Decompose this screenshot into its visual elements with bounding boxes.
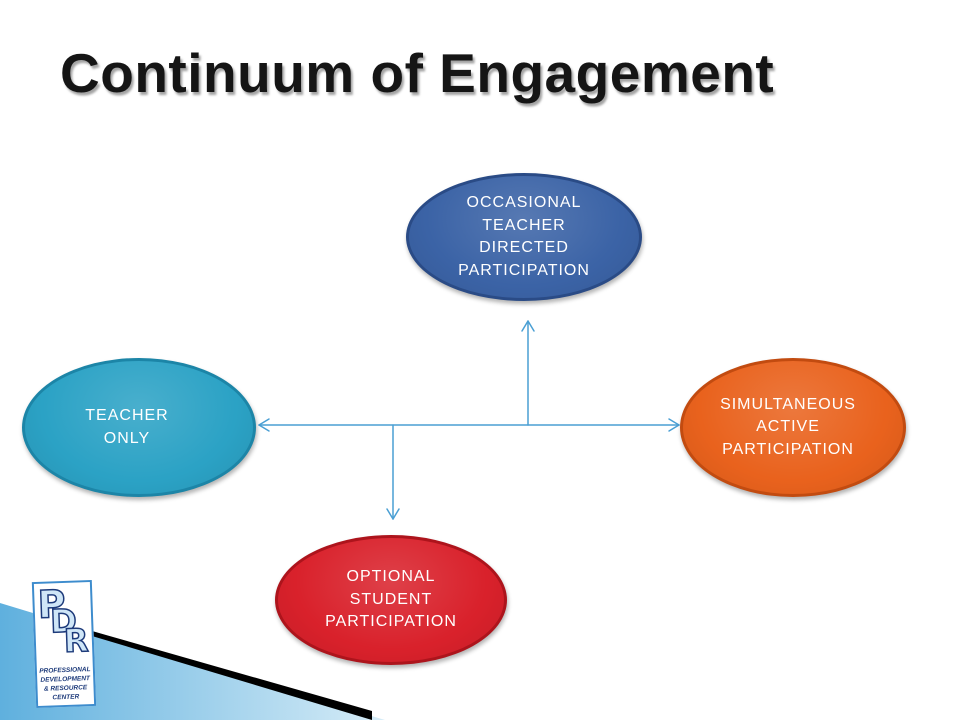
- node-label-line: PARTICIPATION: [458, 261, 590, 279]
- arrowhead-up: [521, 320, 535, 332]
- node-label: SIMULTANEOUS ACTIVE PARTICIPATION: [720, 394, 856, 462]
- node-label-line: PARTICIPATION: [722, 440, 854, 458]
- node-label: TEACHER ONLY: [85, 405, 168, 450]
- arrow-group: [258, 320, 680, 520]
- slide-title: Continuum of Engagement: [60, 42, 775, 104]
- arrowhead-right: [668, 418, 680, 432]
- node-occasional-teacher-directed-participation: OCCASIONAL TEACHER DIRECTED PARTICIPATIO…: [406, 173, 642, 301]
- node-label-line: PARTICIPATION: [325, 613, 457, 631]
- arrowhead-left: [258, 418, 270, 432]
- decor-stripe: [92, 631, 372, 720]
- node-label-line: STUDENT: [349, 590, 433, 608]
- arrowhead-down: [386, 508, 400, 520]
- node-label-line: OPTIONAL: [346, 568, 436, 586]
- node-label-line: TEACHER: [85, 407, 169, 424]
- node-label-line: OCCASIONAL: [466, 194, 582, 211]
- logo-letter-r: R: [62, 620, 90, 660]
- node-teacher-only: TEACHER ONLY: [22, 358, 256, 497]
- pdr-logo: P D R PROFESSIONAL DEVELOPMENT & RESOURC…: [31, 579, 97, 709]
- node-label-line: TEACHER: [482, 216, 566, 234]
- node-label-line: ACTIVE: [756, 418, 820, 436]
- logo-caption: PROFESSIONAL DEVELOPMENT & RESOURCE CENT…: [37, 665, 94, 703]
- node-label: OPTIONAL STUDENT PARTICIPATION: [325, 566, 457, 634]
- node-label: OCCASIONAL TEACHER DIRECTED PARTICIPATIO…: [458, 192, 590, 282]
- node-optional-student-participation: OPTIONAL STUDENT PARTICIPATION: [275, 535, 507, 665]
- node-simultaneous-active-participation: SIMULTANEOUS ACTIVE PARTICIPATION: [680, 358, 906, 497]
- node-label-line: SIMULTANEOUS: [720, 395, 856, 413]
- node-label-line: DIRECTED: [479, 239, 569, 256]
- node-label-line: ONLY: [103, 429, 151, 447]
